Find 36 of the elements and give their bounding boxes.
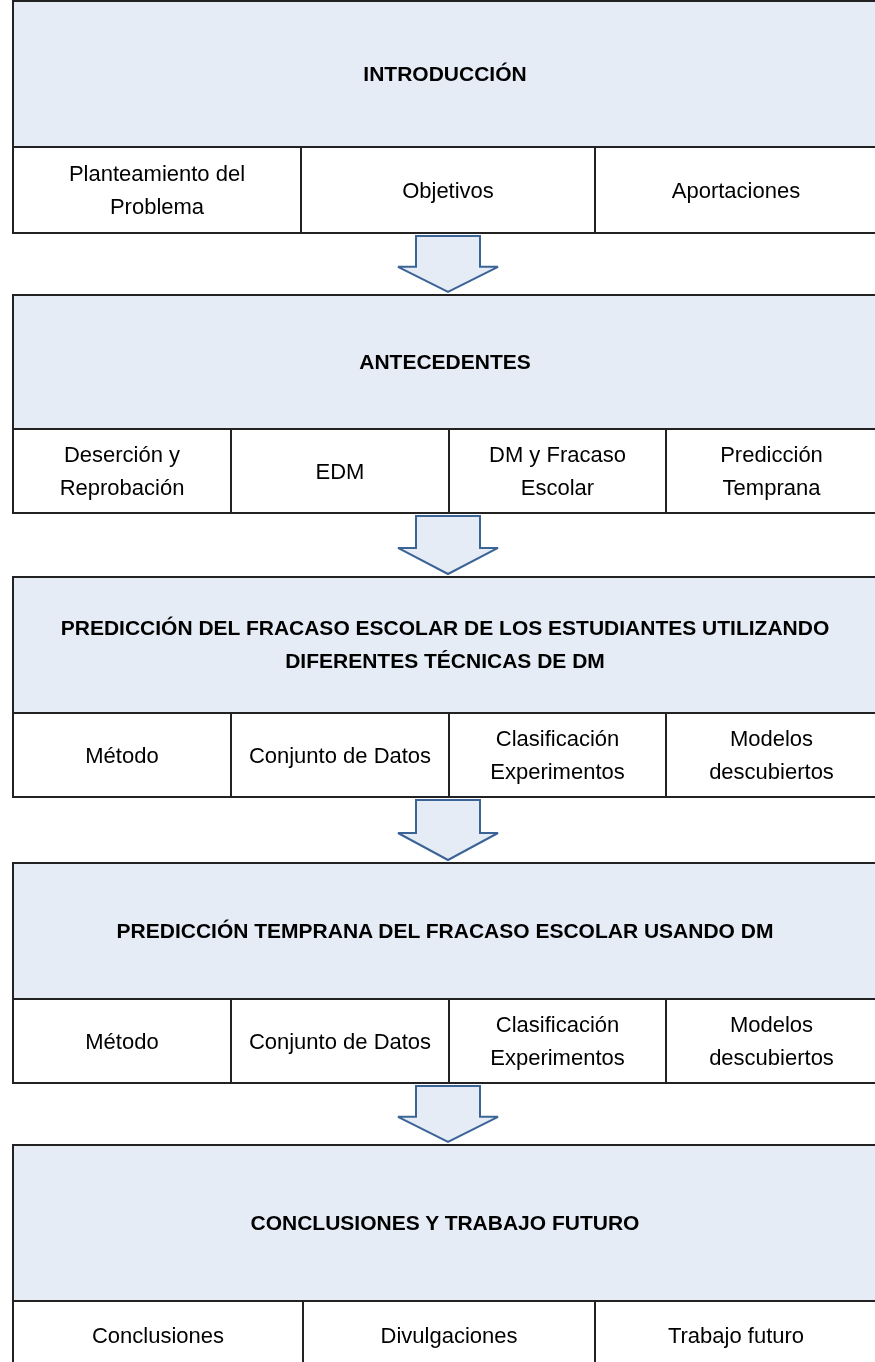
topic-box: [12, 998, 232, 1084]
section-header-box: [12, 0, 875, 148]
topic-label: Conjunto de Datos: [248, 1027, 432, 1056]
section-title: CONCLUSIONES Y TRABAJO FUTURO: [250, 1209, 640, 1236]
topic-label: Divulgaciones: [380, 1321, 518, 1350]
topic-label: EDM: [315, 457, 365, 486]
section-header-box: [12, 576, 875, 714]
topic-label: Aportaciones: [671, 176, 801, 205]
section-title: ANTECEDENTES: [359, 348, 531, 375]
block-arrow: [397, 799, 499, 862]
block-arrow: [397, 235, 499, 294]
section-title: INTRODUCCIÓN: [363, 60, 527, 87]
topic-label: Conclusiones: [91, 1321, 225, 1350]
topic-label: Objetivos: [402, 176, 494, 205]
section-header-box: [12, 294, 875, 430]
section-header-box: [12, 1144, 875, 1302]
block-arrow: [397, 1085, 499, 1144]
topic-box: [12, 146, 302, 234]
topic-label: Trabajo futuro: [667, 1321, 805, 1350]
topic-label: DM y Fracaso Escolar: [488, 441, 627, 502]
topic-label: Modelos descubiertos: [708, 1011, 835, 1072]
section-title: PREDICCIÓN DEL FRACASO ESCOLAR DE LOS ESTUDIANTES UTILIZANDO DIFERENTES TÉCNICAS DE DM: [59, 615, 831, 674]
topic-label: Clasificación Experimentos: [489, 1011, 626, 1072]
section-header-box: [12, 862, 875, 1000]
topic-label: Clasificación Experimentos: [489, 725, 626, 786]
topic-label: Predicción Temprana: [719, 441, 824, 502]
section-title: PREDICCIÓN TEMPRANA DEL FRACASO ESCOLAR USANDO DM: [116, 917, 774, 944]
topic-label: Método: [85, 741, 159, 770]
topic-label: Conjunto de Datos: [248, 741, 432, 770]
topic-label: Modelos descubiertos: [708, 725, 835, 786]
topic-label: Método: [85, 1027, 159, 1056]
topic-label: Deserción y Reprobación: [58, 441, 186, 502]
topic-box: [12, 712, 232, 798]
topic-label: Planteamiento del Problema: [67, 160, 247, 221]
topic-box: [12, 428, 232, 514]
block-arrow: [397, 515, 499, 576]
